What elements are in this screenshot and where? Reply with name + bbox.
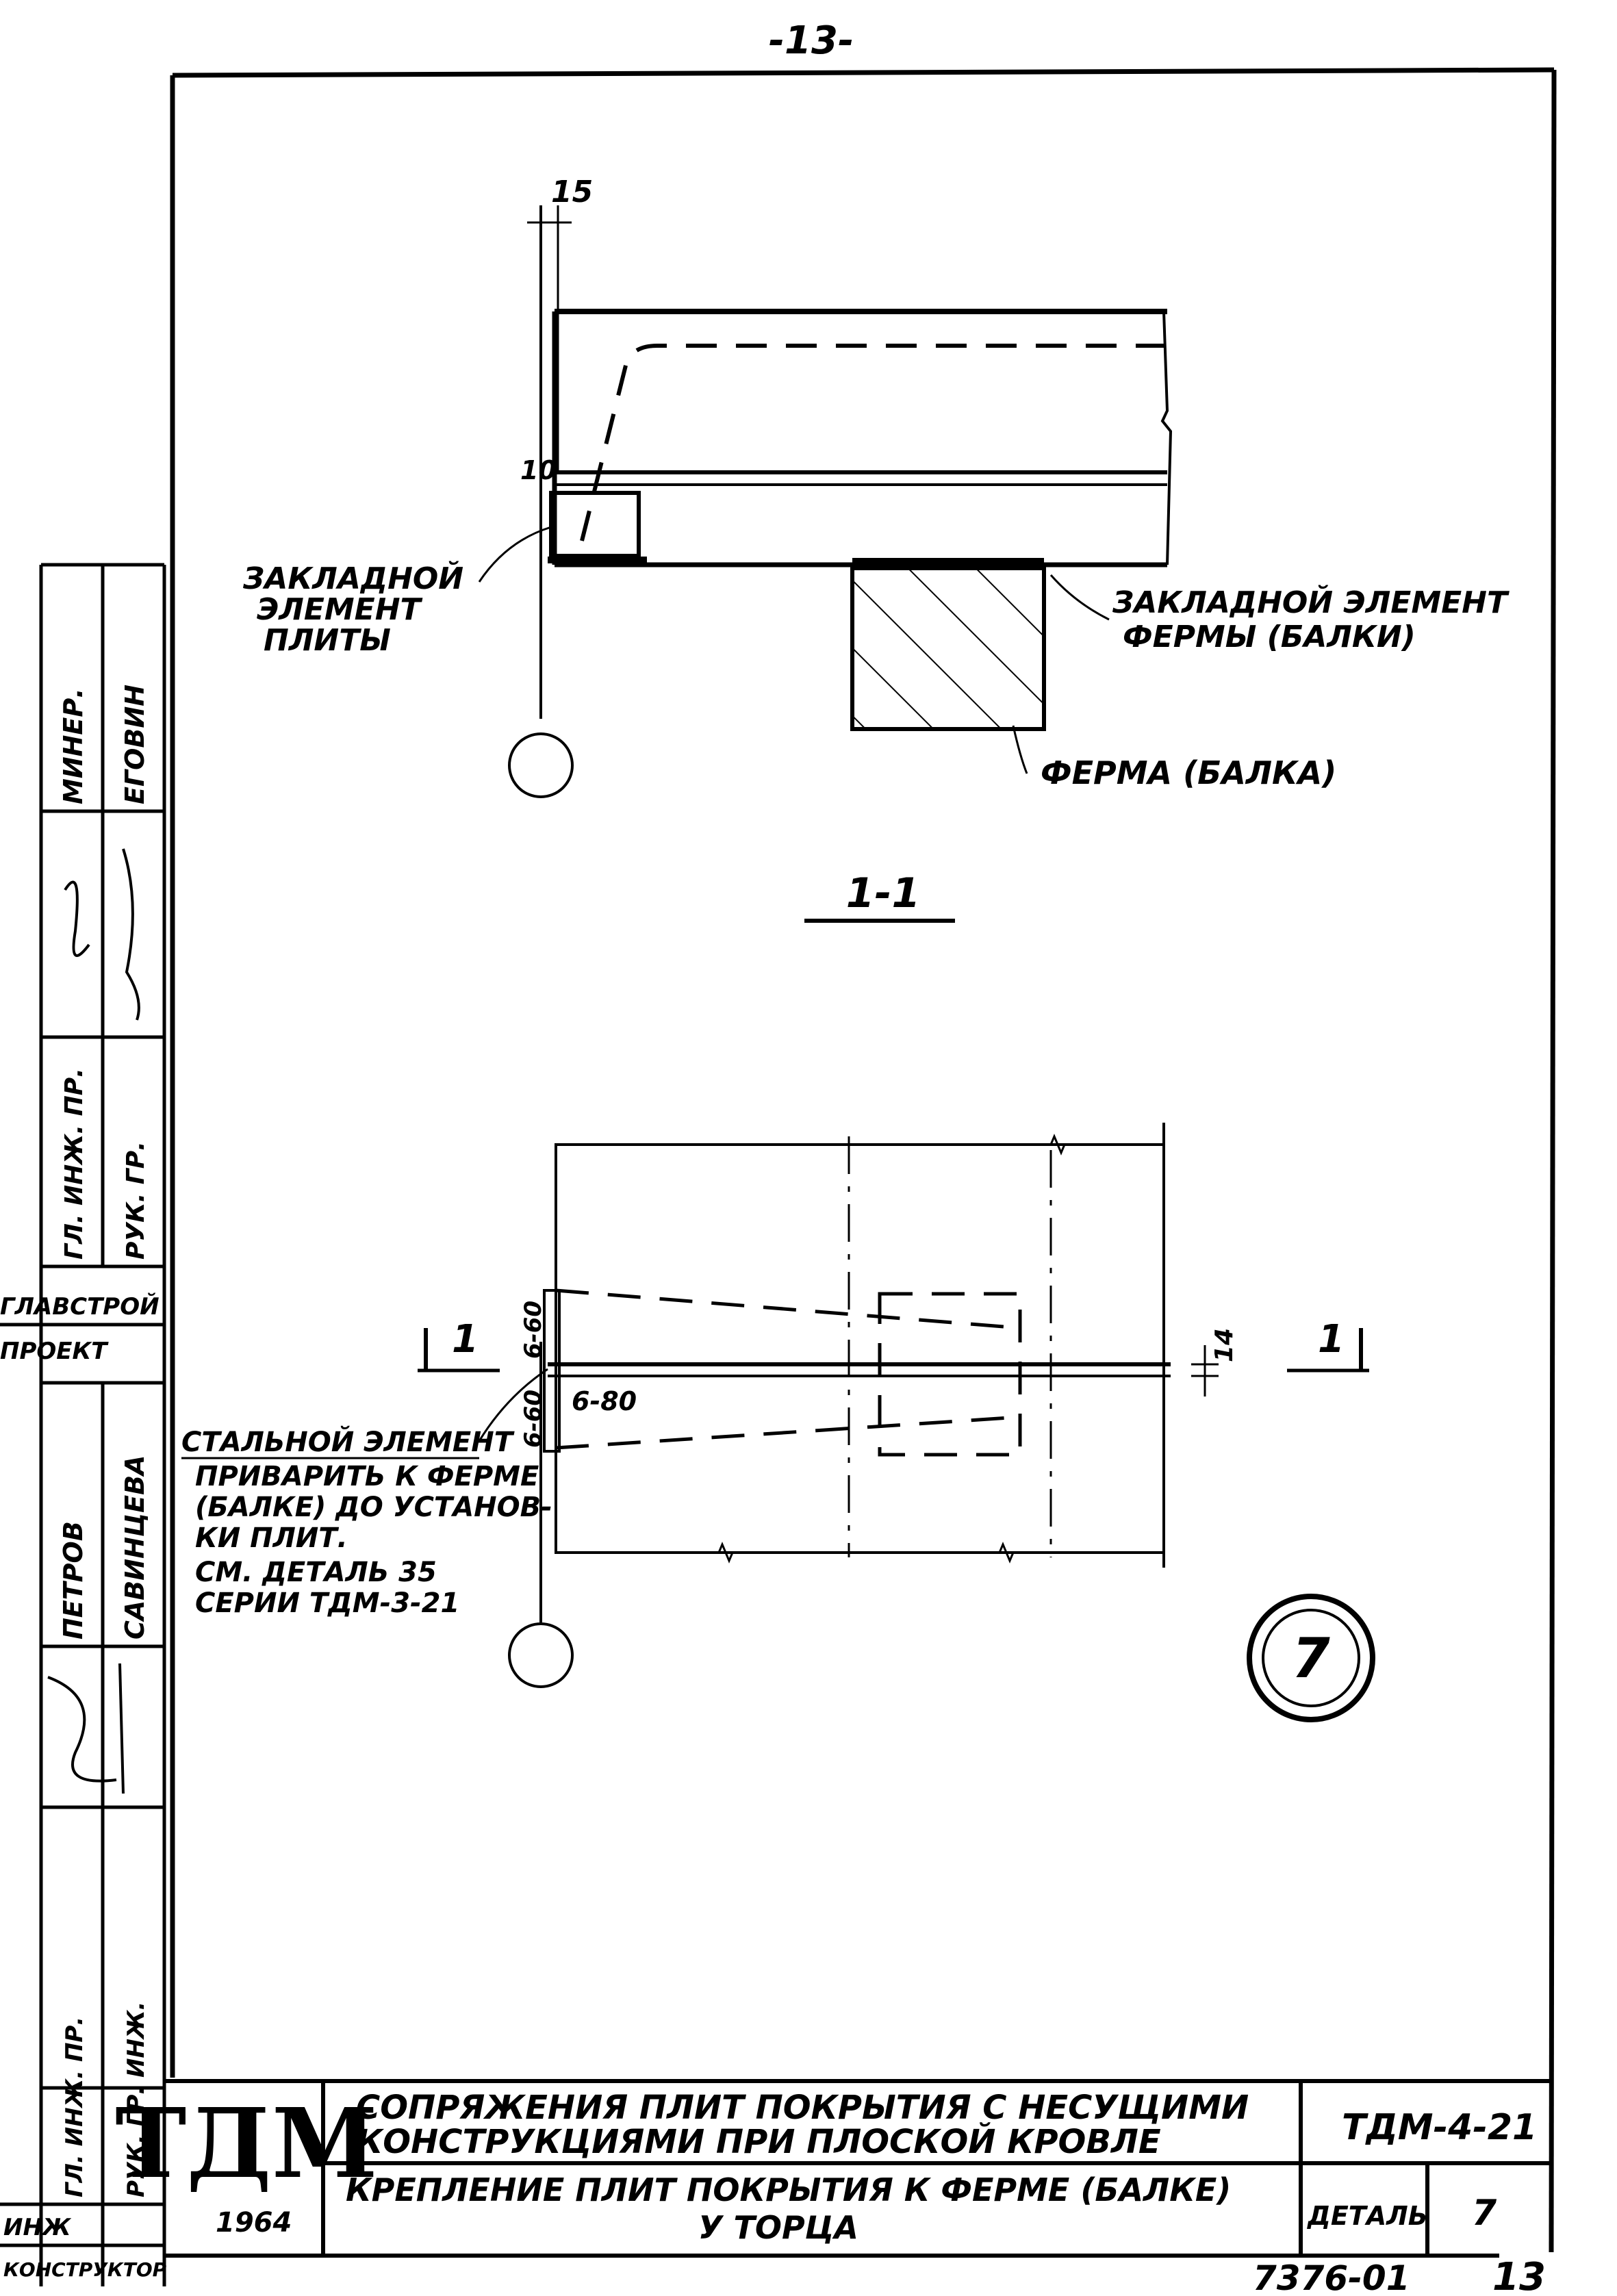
svg-text:КИ ПЛИТ.: КИ ПЛИТ. — [195, 1522, 348, 1554]
section-arrow-right: 1 — [1318, 1317, 1345, 1362]
callout-slab-embed: ЗАКЛАДНОЙ ЭЛЕМЕНТ ПЛИТЫ — [242, 560, 463, 658]
section-mark: 1-1 — [846, 869, 920, 917]
dim-10: 10 — [520, 455, 557, 485]
plan-view-drawing — [418, 1123, 1375, 1722]
section-arrow-left: 1 — [452, 1317, 479, 1362]
svg-text:САВИНЦЕВА: САВИНЦЕВА — [120, 1455, 150, 1640]
sheet-frame — [170, 67, 1557, 2253]
svg-text:ФЕРМЫ (БАЛКИ): ФЕРМЫ (БАЛКИ) — [1123, 620, 1416, 654]
side-stamp-labels: МИНЕР. ЕГОВИН ГЛ. ИНЖ. ПР. РУК. ГР. ГЛАВ… — [0, 685, 167, 2281]
svg-text:МИНЕР.: МИНЕР. — [58, 688, 88, 804]
callout-steel-element: СТАЛЬНОЙ ЭЛЕМЕНТ ПРИВАРИТЬ К ФЕРМЕ (БАЛК… — [181, 1425, 552, 1619]
dim-15: 15 — [551, 175, 593, 209]
svg-text:ЗАКЛАДНОЙ: ЗАКЛАДНОЙ — [242, 560, 463, 596]
subtitle-line-2: У ТОРЦА — [698, 2209, 858, 2246]
title-line-2: КОНСТРУКЦИЯМИ ПРИ ПЛОСКОЙ КРОВЛЕ — [356, 2122, 1161, 2161]
svg-text:КОНСТРУКТОР: КОНСТРУКТОР — [3, 2258, 167, 2281]
weld-6-60-top: 6-60 — [520, 1301, 547, 1359]
callout-truss: ФЕРМА (БАЛКА) — [1041, 754, 1336, 791]
svg-text:ГЛАВСТРОЙ: ГЛАВСТРОЙ — [0, 1292, 160, 1321]
svg-text:РУК. ГР.: РУК. ГР. — [122, 1141, 150, 1260]
sheet-page: 13 — [1492, 2255, 1546, 2296]
svg-text:ЭЛЕМЕНТ: ЭЛЕМЕНТ — [257, 592, 423, 627]
detail-circle-number: 7 — [1292, 1627, 1330, 1690]
dim-14: 14 — [1210, 1328, 1238, 1362]
callout-truss-embed: ЗАКЛАДНОЙ ЭЛЕМЕНТ ФЕРМЫ (БАЛКИ) — [1112, 584, 1510, 654]
series-code: ТДМ-4-21 — [1342, 2107, 1537, 2148]
svg-text:ИНЖ: ИНЖ — [3, 2214, 72, 2241]
svg-text:ПЕТРОВ: ПЕТРОВ — [58, 1521, 88, 1640]
title-line-1: СОПРЯЖЕНИЯ ПЛИТ ПОКРЫТИЯ С НЕСУЩИМИ — [356, 2089, 1249, 2127]
svg-text:СЕРИИ ТДМ-3-21: СЕРИИ ТДМ-3-21 — [195, 1587, 459, 1619]
year: 1964 — [216, 2207, 292, 2238]
weld-6-60-bottom: 6-60 — [520, 1390, 547, 1448]
side-stamp — [0, 563, 166, 2286]
svg-text:(БАЛКЕ) ДО УСТАНОВ-: (БАЛКЕ) ДО УСТАНОВ- — [195, 1492, 552, 1523]
svg-text:СМ. ДЕТАЛЬ 35: СМ. ДЕТАЛЬ 35 — [195, 1557, 437, 1588]
weld-6-80: 6-80 — [572, 1386, 637, 1416]
svg-text:ПРОЕКТ: ПРОЕКТ — [0, 1338, 109, 1365]
section-1-1-drawing — [478, 205, 1173, 798]
page-number: -13- — [769, 18, 854, 63]
sheet-code: 7376-01 — [1253, 2258, 1410, 2296]
svg-text:РУК. ГР. ИНЖ.: РУК. ГР. ИНЖ. — [123, 2002, 150, 2197]
svg-text:ПЛИТЫ: ПЛИТЫ — [264, 623, 391, 658]
detail-label: ДЕТАЛЬ — [1307, 2201, 1428, 2231]
svg-text:ГЛ. ИНЖ. ПР.: ГЛ. ИНЖ. ПР. — [61, 2017, 88, 2197]
subtitle-line-1: КРЕПЛЕНИЕ ПЛИТ ПОКРЫТИЯ К ФЕРМЕ (БАЛКЕ) — [346, 2171, 1231, 2208]
detail-number: 7 — [1472, 2193, 1497, 2234]
svg-text:СТАЛЬНОЙ ЭЛЕМЕНТ: СТАЛЬНОЙ ЭЛЕМЕНТ — [181, 1425, 515, 1458]
title-block — [164, 2079, 1551, 2258]
svg-text:ЗАКЛАДНОЙ ЭЛЕМЕНТ: ЗАКЛАДНОЙ ЭЛЕМЕНТ — [1112, 584, 1510, 620]
svg-text:ПРИВАРИТЬ К ФЕРМЕ: ПРИВАРИТЬ К ФЕРМЕ — [195, 1461, 539, 1492]
svg-text:ЕГОВИН: ЕГОВИН — [120, 685, 150, 804]
svg-text:ГЛ. ИНЖ. ПР.: ГЛ. ИНЖ. ПР. — [60, 1068, 88, 1260]
logo: ТДМ — [115, 2088, 378, 2200]
